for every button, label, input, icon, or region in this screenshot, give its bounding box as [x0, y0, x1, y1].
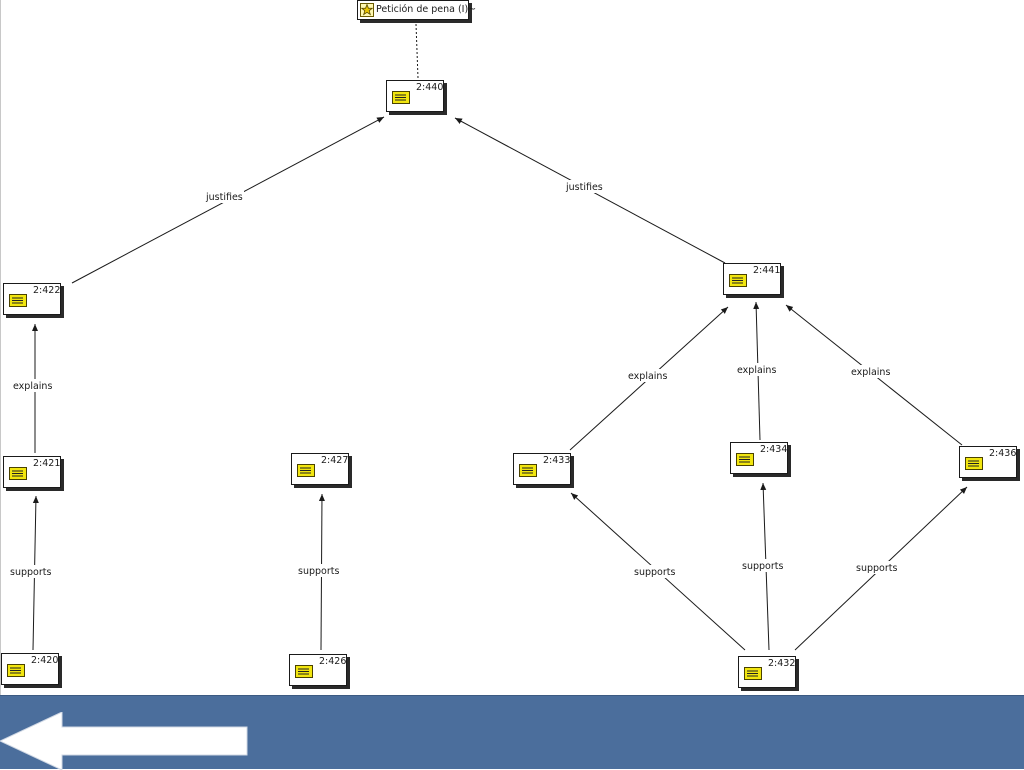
quotation-node-label: 2:432 [768, 658, 796, 669]
quotation-node-2-440[interactable]: 2:440 [386, 80, 444, 112]
quotation-note-icon [9, 294, 27, 307]
quotation-note-icon [744, 667, 762, 680]
code-node-peticion-de-pena[interactable]: Petición de pena (I)~ [357, 0, 476, 20]
edge-label-justifies: justifies [205, 192, 243, 203]
star-code-icon [360, 3, 374, 17]
edge-label-explains: explains [737, 365, 776, 376]
quotation-note-icon [295, 665, 313, 678]
edge-label-supports: supports [742, 561, 783, 572]
quotation-node-2-420[interactable]: 2:420 [1, 653, 59, 685]
edge-label-explains: explains [628, 371, 667, 382]
edge-label-explains: explains [13, 381, 52, 392]
quotation-node-label: 2:427 [321, 455, 349, 466]
quotation-node-label: 2:433 [543, 455, 571, 466]
quotation-note-icon [392, 91, 410, 104]
quotation-node-2-436[interactable]: 2:436 [959, 446, 1017, 478]
quotation-node-2-422[interactable]: 2:422 [3, 283, 61, 315]
quotation-node-2-434[interactable]: 2:434 [730, 442, 788, 474]
edge-label-justifies: justifies [565, 182, 603, 193]
quotation-note-icon [736, 453, 754, 466]
back-arrow-icon[interactable] [0, 712, 250, 770]
network-view-canvas: justifies justifies explains supports su… [0, 0, 1017, 695]
quotation-node-2-432[interactable]: 2:432 [738, 656, 796, 688]
quotation-node-label: 2:434 [760, 444, 788, 455]
quotation-node-label: 2:421 [33, 458, 61, 469]
quotation-node-2-421[interactable]: 2:421 [3, 456, 61, 488]
network-edges: justifies justifies explains supports su… [8, 23, 968, 651]
quotation-note-icon [7, 664, 25, 677]
quotation-note-icon [297, 464, 315, 477]
quotation-note-icon [729, 274, 747, 287]
code-node-label: Petición de pena (I)~ [376, 4, 477, 15]
edge-label-explains: explains [851, 367, 890, 378]
quotation-note-icon [9, 467, 27, 480]
edge-root-to-2-440 [415, 23, 419, 79]
quotation-node-label: 2:420 [31, 655, 59, 666]
quotation-node-label: 2:436 [989, 448, 1017, 459]
edge-label-supports: supports [634, 567, 675, 578]
edge-label-supports: supports [298, 566, 339, 577]
quotation-node-label: 2:422 [33, 285, 61, 296]
quotation-note-icon [965, 457, 983, 470]
canvas-left-border [0, 0, 1, 695]
quotation-node-2-427[interactable]: 2:427 [291, 453, 349, 485]
quotation-node-label: 2:441 [753, 265, 781, 276]
quotation-node-label: 2:440 [416, 82, 444, 93]
quotation-node-label: 2:426 [319, 656, 347, 667]
edge-label-supports: supports [856, 563, 897, 574]
quotation-node-2-426[interactable]: 2:426 [289, 654, 347, 686]
quotation-node-2-433[interactable]: 2:433 [513, 453, 571, 485]
edge-label-supports: supports [10, 567, 51, 578]
quotation-node-2-441[interactable]: 2:441 [723, 263, 781, 295]
quotation-note-icon [519, 464, 537, 477]
